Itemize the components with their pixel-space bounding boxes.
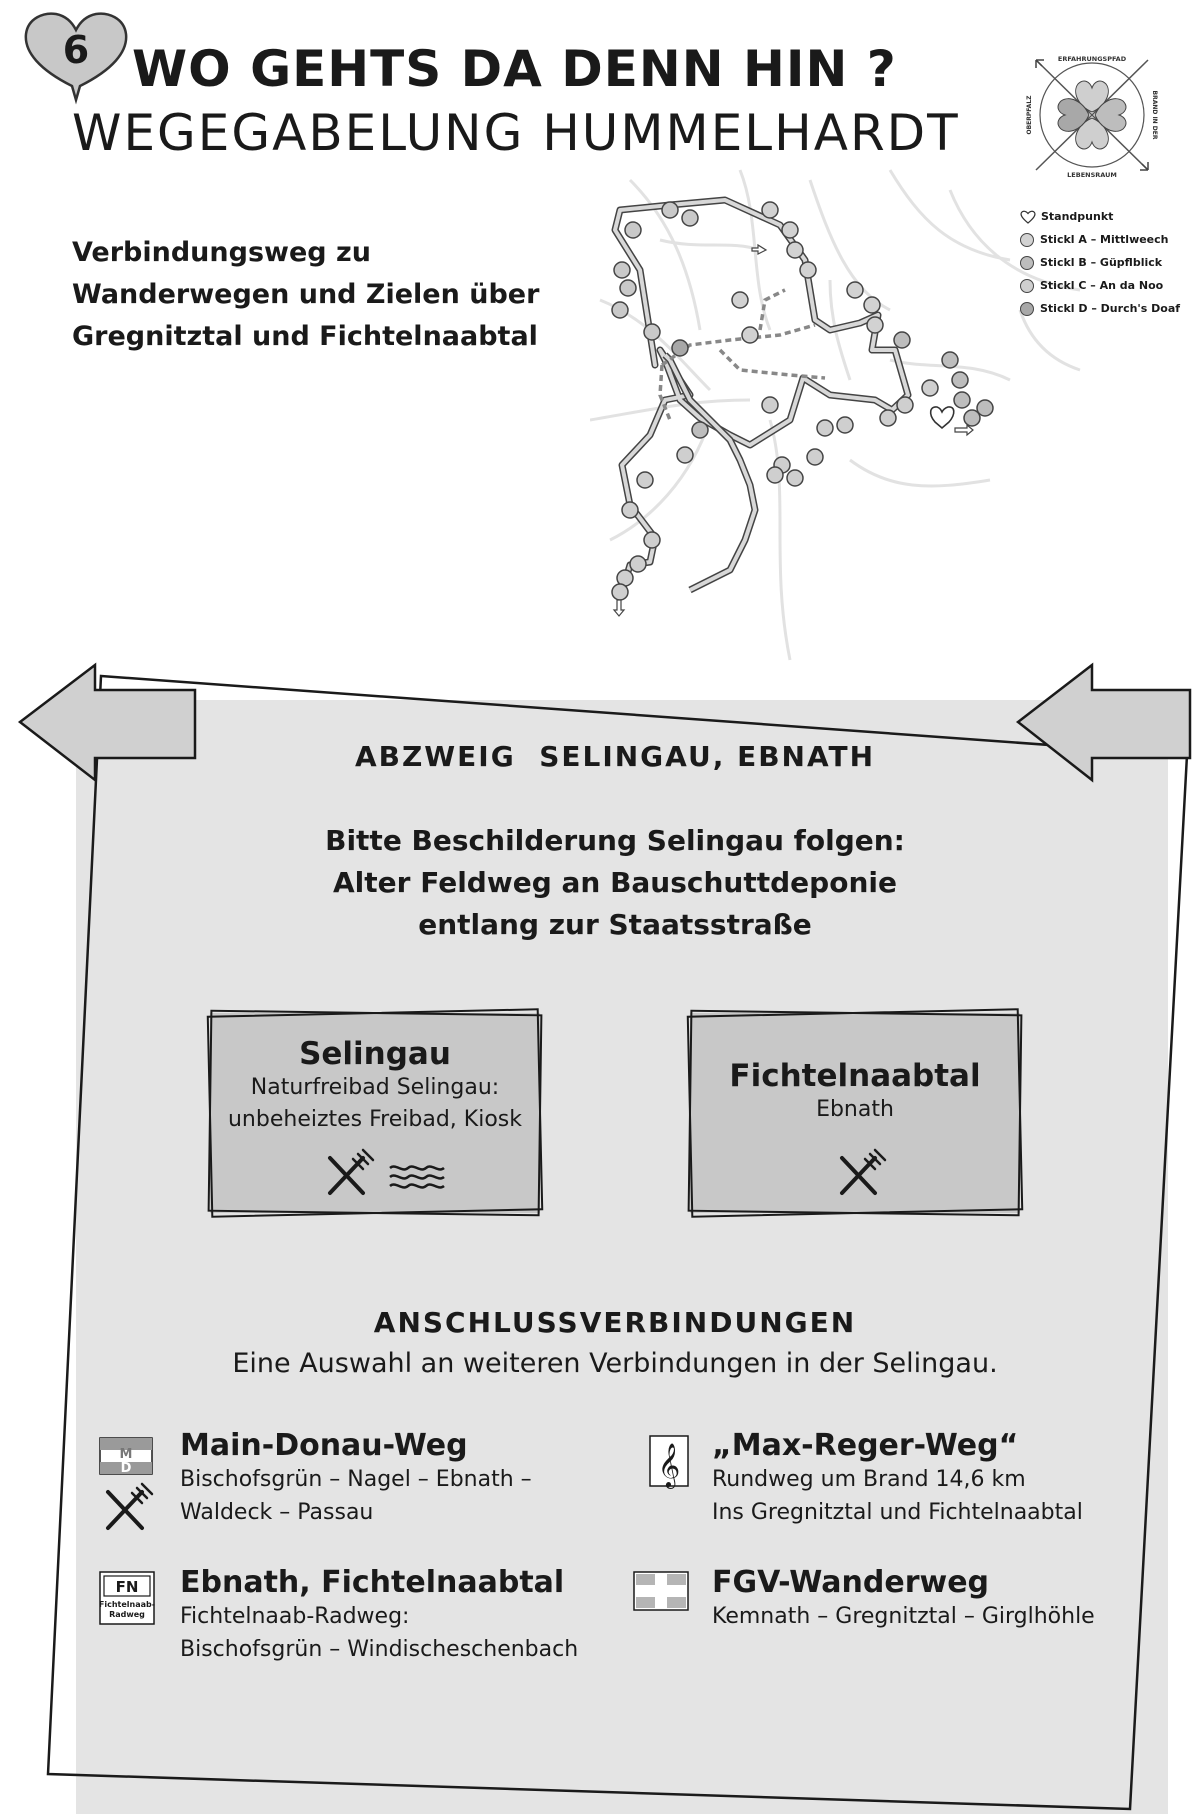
- connection-item-max-reger-weg: „Max-Reger-Weg“ Rundweg um Brand 14,6 km…: [712, 1428, 1083, 1529]
- direction-instructions: Bitte Beschilderung Selingau folgen: Alt…: [0, 820, 1200, 946]
- heart-badge-icon: [24, 12, 128, 105]
- fork-knife-icon: [328, 1148, 375, 1195]
- legend-label: Stickl A – Mittlweech: [1040, 233, 1169, 246]
- connections-subheading: Eine Auswahl an weiteren Verbindungen in…: [232, 1348, 998, 1379]
- heart-icon: [1020, 210, 1036, 224]
- sign-caption: Radweg: [109, 1610, 145, 1619]
- legend-item: Stickl A – Mittlweech: [1020, 228, 1180, 251]
- page-subtitle-location: WEGEGABELUNG HUMMELHARDT: [72, 104, 960, 162]
- station-number: 6: [62, 28, 90, 72]
- legend-label: Standpunkt: [1041, 210, 1114, 223]
- connection-desc: Fichtelnaab-Radweg:: [180, 1604, 410, 1629]
- legend-label: Stickl D – Durch's Doaf: [1040, 302, 1181, 315]
- connection-desc: Ins Gregnitztal und Fichtelnaabtal: [712, 1500, 1083, 1525]
- connection-desc: Kemnath – Gregnitztal – Girglhöhle: [712, 1604, 1095, 1629]
- connection-item-fgv-wanderweg: FGV-Wanderweg Kemnath – Gregnitztal – Gi…: [712, 1565, 1095, 1633]
- connection-desc: Rundweg um Brand 14,6 km: [712, 1467, 1026, 1492]
- sign-title: Fichtelnaabtal: [729, 1058, 981, 1094]
- svg-text:𝄞: 𝄞: [658, 1443, 680, 1489]
- connection-item-main-donau-weg: Main-Donau-Weg Bischofsgrün – Nagel – Eb…: [180, 1428, 532, 1529]
- legend-dot: [1020, 232, 1034, 247]
- map-legend: Standpunkt Stickl A – Mittlweech Stickl …: [1020, 205, 1180, 320]
- connections-heading: ANSCHLUSSVERBINDUNGEN: [373, 1306, 857, 1339]
- legend-item: Stickl D – Durch's Doaf: [1020, 297, 1180, 320]
- standpunkt-heart-icon: [929, 406, 955, 430]
- logo-text-left: OBERPFALZ: [1026, 95, 1033, 135]
- arrow-left-icon: [17, 662, 197, 783]
- connection-name: FGV-Wanderweg: [712, 1565, 990, 1600]
- panel-background: [76, 700, 1168, 1814]
- marker-letter: M: [120, 1447, 133, 1462]
- legend-dot: [1020, 301, 1034, 316]
- water-waves-icon: [389, 1165, 445, 1189]
- legend-label: Stickl C – An da Noo: [1040, 279, 1164, 292]
- legend-dot: [1020, 278, 1034, 293]
- sign-line: Naturfreibad Selingau:: [250, 1075, 500, 1100]
- sign-line: Ebnath: [816, 1097, 894, 1122]
- sign-abbreviation: FN: [116, 1578, 139, 1596]
- sign-selingau: [206, 1008, 544, 1218]
- connection-name: Main-Donau-Weg: [180, 1428, 468, 1463]
- connection-name: „Max-Reger-Weg“: [712, 1428, 1019, 1463]
- instruction-line: Alter Feldweg an Bauschuttdeponie: [333, 866, 897, 899]
- legend-label: Stickl B – Güpflblick: [1040, 256, 1163, 269]
- sign-selingau-text: Selingau Naturfreibad Selingau: unbeheiz…: [210, 1036, 540, 1136]
- direction-panel: M D FN Fichtelnaab- Radweg 𝄞: [17, 662, 1192, 1814]
- legend-dot: [1020, 255, 1034, 270]
- sign-fichtelnaabtal-text: Fichtelnaabtal Ebnath: [690, 1058, 1020, 1126]
- fichtelnaab-radweg-sign-icon: FN Fichtelnaab- Radweg: [99, 1571, 155, 1625]
- junction-heading: ABZWEIG SELINGAU, EBNATH: [354, 740, 876, 773]
- connection-item-ebnath-fichtelnaabtal: Ebnath, Fichtelnaabtal Fichtelnaab-Radwe…: [180, 1565, 578, 1666]
- logo-text-bottom: LEBENSRAUM: [1067, 171, 1117, 179]
- sign-line: unbeheiztes Freibad, Kiosk: [227, 1107, 522, 1132]
- intro-text: Verbindungsweg zu Wanderwegen und Zielen…: [72, 237, 540, 352]
- instruction-line: entlang zur Staatsstraße: [418, 908, 812, 941]
- fgv-cross-marker-icon: [633, 1571, 689, 1611]
- arrow-left-icon: [1015, 662, 1192, 783]
- fork-knife-icon: [840, 1148, 887, 1195]
- treble-clef-icon: 𝄞: [649, 1435, 689, 1489]
- connection-name: Ebnath, Fichtelnaabtal: [180, 1565, 565, 1600]
- connection-desc: Waldeck – Passau: [180, 1500, 374, 1525]
- connection-desc: Bischofsgrün – Nagel – Ebnath –: [180, 1467, 532, 1492]
- legend-item: Stickl C – An da Noo: [1020, 274, 1180, 297]
- sign-title: Selingau: [299, 1036, 451, 1072]
- connection-desc: Bischofsgrün – Windischeschenbach: [180, 1637, 579, 1662]
- instruction-line: Bitte Beschilderung Selingau folgen:: [325, 824, 905, 857]
- legend-item: Standpunkt: [1020, 205, 1180, 228]
- main-donau-weg-marker-icon: M D: [99, 1437, 153, 1476]
- logo-text-right: BRAND IN DER: [1151, 91, 1158, 140]
- logo-text-top: ERFAHRUNGSPFAD: [1058, 55, 1127, 63]
- erfahrungspfad-logo: ERFAHRUNGSPFAD LEBENSRAUM BRAND IN DER O…: [1026, 55, 1158, 179]
- panel-frame: [46, 674, 1189, 1811]
- legend-item: Stickl B – Güpflblick: [1020, 251, 1180, 274]
- sign-caption: Fichtelnaab-: [99, 1600, 155, 1609]
- trail-map: [590, 169, 1081, 661]
- marker-letter: D: [121, 1461, 132, 1476]
- fork-knife-icon: [106, 1482, 154, 1530]
- page-title: WO GEHTS DA DENN HIN ?: [132, 40, 897, 98]
